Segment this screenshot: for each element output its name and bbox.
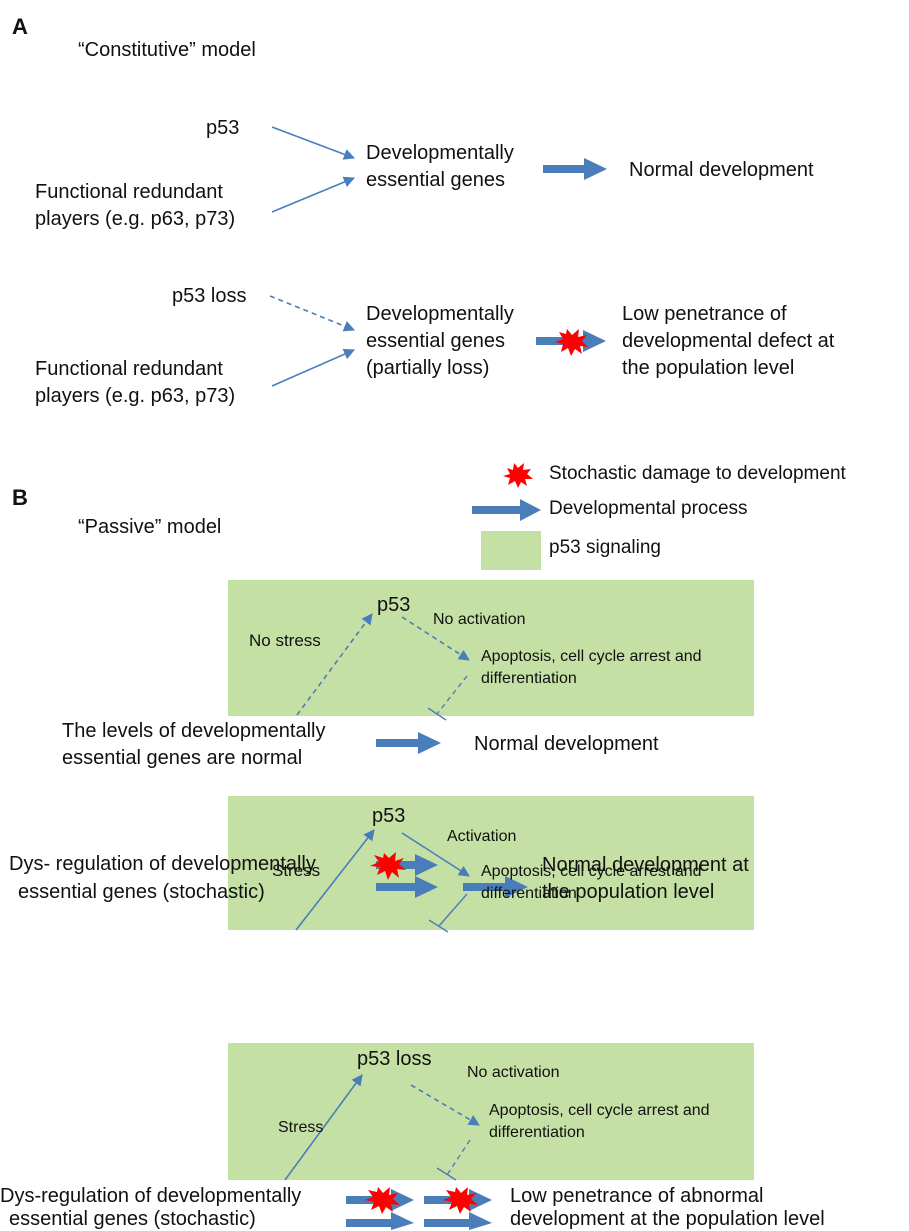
s3-effect-label-2: differentiation [489,1124,585,1141]
a2-outcome-label-1: Low penetrance of [622,303,787,325]
s2-effect-label-2: differentiation [481,885,577,902]
s2-outcome-label-2: the population level [542,881,715,903]
process-arrow-s3-bottom-a [346,1212,414,1230]
a1-redundant-label-2: players (e.g. p63, p73) [35,208,236,230]
inhibition-bar-1 [427,707,447,721]
inhibition-line-1 [436,675,468,715]
arrow-redundant-to-genes-2 [271,348,356,387]
arrow-stress [288,828,372,855]
process-arrow-s2-top [376,854,438,876]
a1-redundant-label-1: Functional redundant [35,181,223,203]
stress-up-main [292,829,372,853]
s2-activation-label: Activation [447,828,517,845]
a2-redundant-label-2: players (e.g. p63, p73) [35,385,236,407]
process-arrow-s1 [376,732,441,754]
s3-activation-label: No activation [467,1064,560,1081]
stress-activation-arrow-s2 [295,829,375,931]
a2-genes-label-3: (partially loss) [366,357,490,379]
stress-solid-arrow [292,829,372,853]
a2-outcome-label-2: developmental defect at [622,330,835,352]
damage-burst-s3a-icon [365,1187,400,1214]
s1-p53-label: p53 [377,594,411,616]
stress-up-path [292,829,372,853]
a2-outcome-label-3: the population level [622,357,795,379]
a2-p53-loss-label: p53 loss [172,285,247,307]
legend-process-label: Developmental process [549,498,748,519]
arrow-stress-to-p53-solid [292,829,372,853]
s1-outcome-label: Normal development [474,733,659,755]
a2-redundant-label-1: Functional redundant [35,358,223,380]
process-arrow-s3-bottom-b [424,1212,492,1230]
inhibition-line-2 [438,893,468,927]
arrow-p53-loss-to-genes-dashed [269,295,356,332]
stress-main-arrow [292,829,372,853]
process-arrow-s2-result [463,876,528,898]
s3-outcome-label-2: development at the population level [510,1208,825,1230]
s3-input-label: Stress [278,1119,324,1136]
arrow-stress-dysregulation [292,829,372,853]
a1-outcome-label: Normal development [629,159,814,181]
arrow-redundant-to-genes [271,176,356,213]
arrow-stress-to-p53-activation [292,829,372,853]
s3-p53-loss-label: p53 loss [357,1048,432,1070]
s1-effect-label-1: Apoptosis, cell cycle arrest and [481,648,702,665]
arrow-no-activation-dashed-s3 [410,1084,480,1126]
damage-burst-icon [555,329,588,356]
arrow-stress-up-s2 [292,829,372,853]
s1-input-label: No stress [249,631,321,650]
a2-genes-label-2: essential genes [366,330,505,352]
p53-signaling-box-stress [228,796,754,930]
a1-p53-label: p53 [206,117,240,139]
s2-p53-label: p53 [372,805,406,827]
stress-up-arrow [292,829,372,853]
a1-genes-label-2: essential genes [366,169,505,191]
stress-up-line [292,829,372,853]
arrow-p53-to-genes [271,126,356,160]
panel-b-label: B [12,485,28,510]
arrow-no-activation-dashed [401,616,470,661]
s1-activation-label: No activation [433,611,526,628]
legend-damage-burst-icon [503,463,533,488]
arrow-stress-up-line [292,829,372,853]
s2-outcome-label-1: Normal development at [542,854,749,876]
inhibition-bar-2 [428,919,449,933]
a1-genes-label-1: Developmentally [366,142,514,164]
s3-outcome-label-1: Low penetrance of abnormal [510,1185,764,1207]
damage-burst-s2-icon [370,852,406,880]
damage-burst-s3b-icon [443,1187,478,1214]
p53-signaling-box-no-stress [228,580,754,716]
inhibition-bar-3 [436,1167,457,1181]
stress-arrow-s3 [284,1074,363,1181]
process-arrow-normal [543,158,607,180]
process-arrow-s2-bottom [376,876,438,898]
inhibition-line-3 [446,1139,471,1176]
legend-signaling-swatch [481,531,541,570]
s2-input-label: Stress [272,861,321,880]
s2-genes-label-1: Dys- regulation of developmentally [9,853,316,875]
legend-process-arrow [472,499,541,521]
legend-damage-label: Stochastic damage to development [549,463,846,484]
arrow-stress-up-path [292,829,372,853]
s1-genes-label-2: essential genes are normal [62,747,303,769]
s3-genes-label-1: Dys-regulation of developmentally [0,1185,302,1207]
a2-genes-label-1: Developmentally [366,303,514,325]
arrow-stress-activation [292,829,372,853]
s1-genes-label-1: The levels of developmentally [62,720,326,742]
panel-a-title: “Constitutive” model [78,39,256,61]
s2-genes-label-2: essential genes (stochastic) [18,881,265,903]
s1-effect-label-2: differentiation [481,670,577,687]
panel-a-label: A [12,14,28,39]
s2-effect-label-1: Apoptosis, cell cycle arrest and [481,863,702,880]
legend-signaling-label: p53 signaling [549,537,661,558]
s3-genes-label-2: essential genes (stochastic) [9,1208,256,1230]
arrow-activation-solid [401,832,470,877]
s3-effect-label-1: Apoptosis, cell cycle arrest and [489,1102,710,1119]
arrow-stress-up-main [292,829,372,853]
p53-signaling-box-p53-loss [228,1043,754,1180]
arrow-no-stress-dashed [296,613,373,716]
panel-b-title: “Passive” model [78,516,222,538]
